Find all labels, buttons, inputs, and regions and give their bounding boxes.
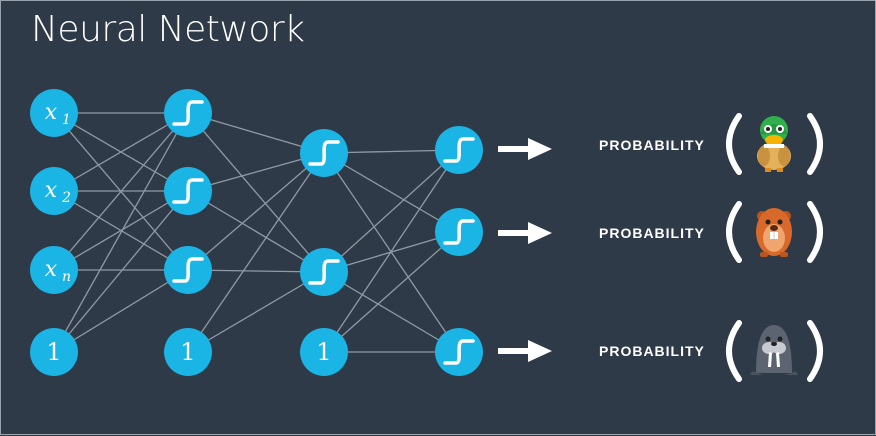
bias-label: 1 — [316, 338, 331, 366]
sigmoid-icon — [308, 259, 340, 285]
input-subscript: 1 — [62, 112, 71, 128]
connection-edge — [53, 112, 189, 271]
input-label: x — [45, 100, 58, 125]
hidden-node — [300, 248, 348, 296]
connection-edge — [53, 112, 189, 192]
sigmoid-icon — [172, 257, 204, 283]
connection-edge — [53, 190, 189, 271]
input-label: x — [45, 178, 58, 203]
connection-edge — [323, 149, 460, 353]
connection-edge — [323, 231, 460, 353]
left-paren — [726, 113, 742, 382]
connection-edge — [187, 190, 325, 273]
right-paren — [807, 113, 823, 382]
probability-label: PROBABILITY — [599, 225, 705, 241]
input-subscript: n — [62, 269, 71, 285]
duck-icon — [757, 116, 791, 172]
sigmoid-icon — [443, 339, 475, 365]
probability-label: PROBABILITY — [599, 343, 705, 359]
probability-label: PROBABILITY — [599, 137, 705, 153]
hidden-node — [164, 89, 212, 137]
sigmoid-icon — [308, 140, 340, 166]
beaver-icon — [756, 208, 792, 257]
hidden-node — [164, 167, 212, 215]
connection-edge — [323, 149, 460, 273]
output-node — [435, 126, 483, 174]
output-node — [435, 328, 483, 376]
connection-edge — [323, 152, 460, 233]
output-arrow — [498, 340, 552, 362]
connection-edge — [53, 112, 189, 353]
output-node — [435, 208, 483, 256]
bias-label: 1 — [46, 338, 61, 366]
output-arrow — [498, 222, 552, 244]
output-arrow — [498, 138, 552, 160]
bias-node: 1 — [164, 328, 212, 376]
sigmoid-icon — [172, 100, 204, 126]
bias-node: 1 — [300, 328, 348, 376]
connection-edge — [53, 269, 189, 353]
bias-label: 1 — [180, 338, 195, 366]
connection-edge — [187, 271, 325, 353]
hidden-node — [300, 129, 348, 177]
connection-edge — [53, 190, 189, 353]
input-subscript: 2 — [61, 190, 71, 206]
sigmoid-icon — [172, 178, 204, 204]
hidden-node — [164, 246, 212, 294]
connection-edges — [53, 112, 460, 353]
input-label: x — [45, 257, 58, 282]
sigmoid-icon — [443, 137, 475, 163]
connection-edge — [187, 112, 325, 273]
connection-edge — [323, 271, 460, 353]
connection-edge — [187, 152, 325, 353]
walrus-icon — [750, 325, 798, 375]
sigmoid-icon — [443, 219, 475, 245]
connection-edge — [187, 152, 325, 271]
page-title: Neural Network — [31, 9, 305, 50]
bias-node: 1 — [30, 328, 78, 376]
